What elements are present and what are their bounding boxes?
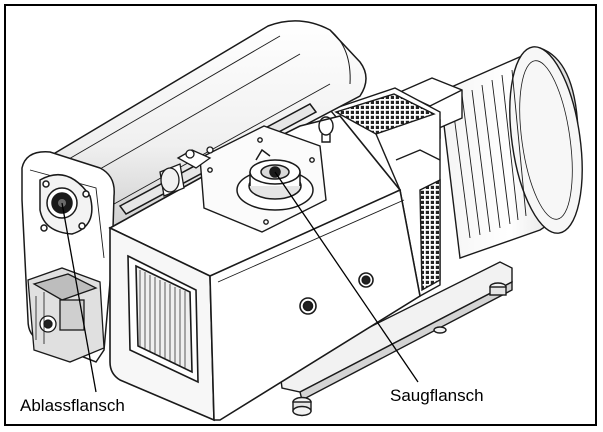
figure-border bbox=[4, 4, 597, 426]
saugflansch-label: Saugflansch bbox=[390, 386, 484, 405]
leader-lines bbox=[61, 171, 419, 393]
pump-body bbox=[108, 115, 421, 422]
lifting-eye bbox=[318, 116, 334, 143]
ablassflansch-leader bbox=[61, 202, 97, 393]
saugflansch-leader bbox=[274, 171, 419, 383]
motor bbox=[399, 46, 583, 259]
valve-block bbox=[27, 267, 105, 363]
base-frame bbox=[279, 261, 513, 417]
gas-ballast-knob bbox=[159, 146, 214, 197]
ablassflansch-label: Ablassflansch bbox=[20, 396, 125, 415]
